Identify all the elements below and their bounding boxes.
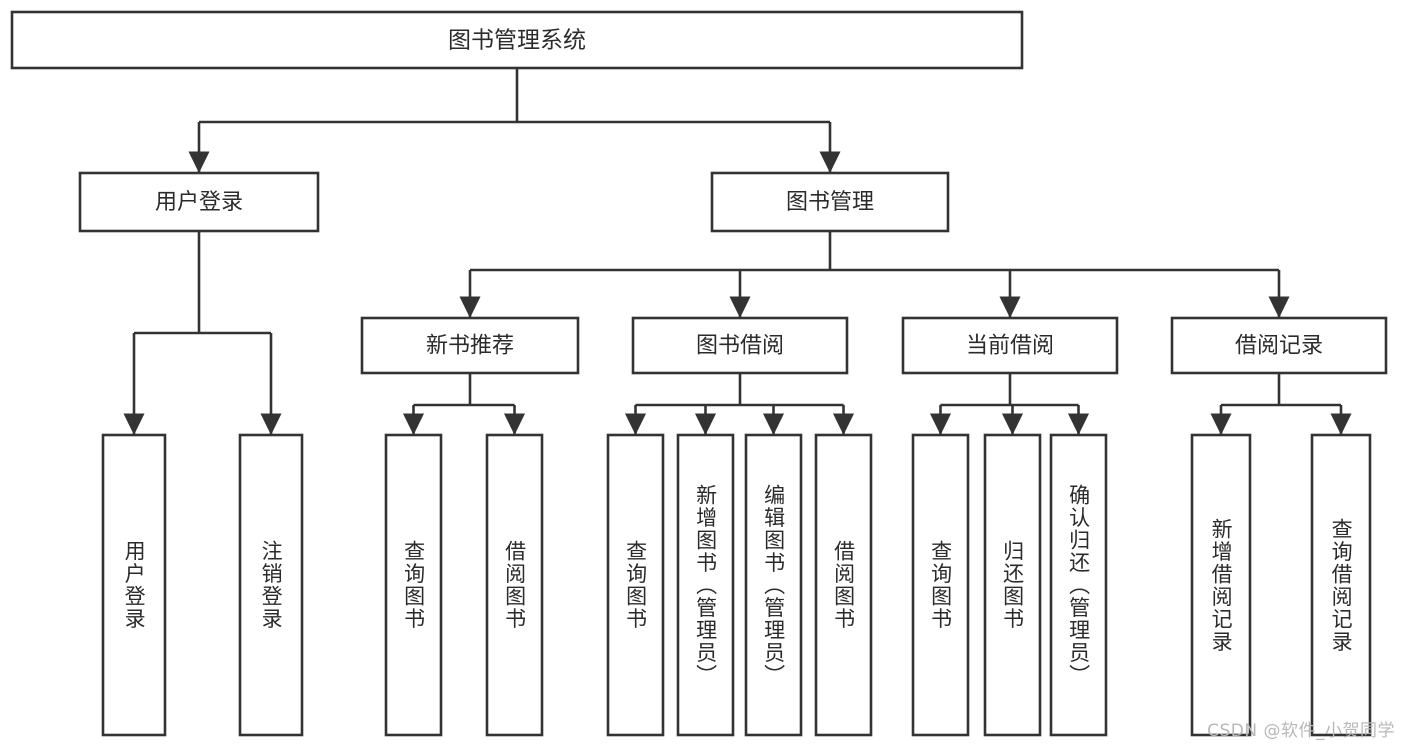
node-box-leaf-logout[interactable] bbox=[238, 433, 304, 737]
node-label-borrow-record: 借阅记录 bbox=[1235, 334, 1323, 359]
node-box-leaf-user-login[interactable] bbox=[101, 433, 167, 737]
node-box-leaf-bb-add-book[interactable] bbox=[676, 433, 735, 737]
node-box-leaf-cb-query-book[interactable] bbox=[911, 433, 970, 737]
boxes-layer bbox=[10, 10, 1388, 737]
node-box-borrow-record[interactable] bbox=[1170, 316, 1388, 375]
node-box-leaf-cb-return-book[interactable] bbox=[983, 433, 1042, 737]
node-label-book-manage: 图书管理 bbox=[786, 190, 874, 215]
node-box-book-manage[interactable] bbox=[710, 171, 950, 233]
connectors-layer bbox=[123, 68, 1352, 435]
node-label-root: 图书管理系统 bbox=[448, 28, 586, 54]
node-box-book-borrow[interactable] bbox=[631, 316, 849, 375]
node-box-leaf-br-query-record[interactable] bbox=[1310, 433, 1372, 737]
node-box-leaf-br-add-record[interactable] bbox=[1190, 433, 1252, 737]
node-box-current-borrow[interactable] bbox=[901, 316, 1119, 375]
node-box-leaf-rec-borrow-book[interactable] bbox=[485, 433, 544, 737]
node-box-new-book-rec[interactable] bbox=[360, 316, 580, 375]
node-box-root[interactable] bbox=[10, 10, 1024, 70]
node-box-leaf-bb-borrow-book[interactable] bbox=[814, 433, 873, 737]
node-box-user-login[interactable] bbox=[78, 171, 320, 233]
node-label-new-book-rec: 新书推荐 bbox=[426, 334, 514, 359]
node-box-leaf-cb-confirm-return[interactable] bbox=[1049, 433, 1108, 737]
node-label-book-borrow: 图书借阅 bbox=[696, 334, 784, 359]
node-label-current-borrow: 当前借阅 bbox=[966, 334, 1054, 359]
node-box-leaf-bb-edit-book[interactable] bbox=[744, 433, 803, 737]
csdn-watermark: CSDN @软件_小贺同学 bbox=[1207, 721, 1395, 741]
node-box-leaf-rec-query-book[interactable] bbox=[384, 433, 443, 737]
node-label-user-login: 用户登录 bbox=[155, 190, 243, 215]
node-box-leaf-bb-query-book[interactable] bbox=[606, 433, 665, 737]
